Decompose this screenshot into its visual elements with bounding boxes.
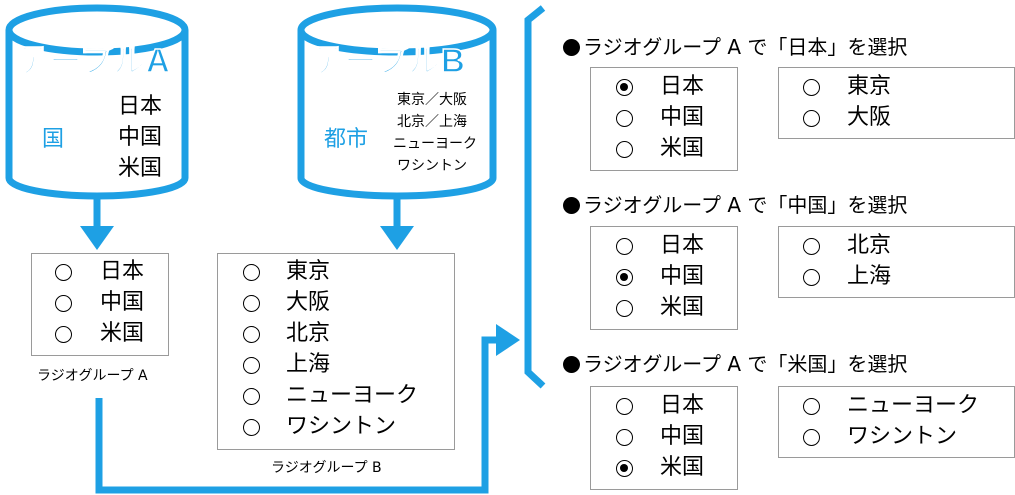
radio-group-a-caption: ラジオグループ A <box>37 368 148 384</box>
radio-label: 米国 <box>100 321 145 346</box>
radio-label: 日本 <box>660 233 705 258</box>
radio-label: 大阪 <box>847 105 892 130</box>
radio-label: 北京 <box>286 321 331 346</box>
radio-label: 中国 <box>660 424 705 449</box>
case-heading: ラジオグループ A で「日本」を選択 <box>563 31 907 60</box>
radio-label: ワシントン <box>286 414 397 439</box>
radio-button-selected[interactable] <box>616 269 633 286</box>
radio-button[interactable] <box>243 295 260 312</box>
radio-button[interactable] <box>616 429 633 446</box>
radio-label: ワシントン <box>847 424 958 449</box>
table-b-title: テーブルB <box>310 41 465 80</box>
table-a-title: テーブルA <box>15 41 170 80</box>
radio-button[interactable] <box>803 79 820 96</box>
radio-button[interactable] <box>55 326 72 343</box>
radio-label: 大阪 <box>286 290 331 315</box>
radio-button[interactable] <box>803 269 820 286</box>
case-heading: ラジオグループ A で「中国」を選択 <box>563 189 907 218</box>
case-group-b <box>778 386 1015 458</box>
radio-label: ニューヨーク <box>286 383 419 408</box>
database-cylinder-b <box>297 4 497 200</box>
radio-label: 米国 <box>660 136 705 161</box>
radio-group-a <box>31 253 169 356</box>
radio-label: ニューヨーク <box>847 393 980 418</box>
radio-button[interactable] <box>803 398 820 415</box>
case-group-b <box>778 226 1015 298</box>
radio-button[interactable] <box>616 398 633 415</box>
case-group-a <box>590 386 738 490</box>
radio-label: 北京 <box>847 233 892 258</box>
radio-label: 中国 <box>660 105 705 130</box>
radio-label: 上海 <box>286 352 331 377</box>
table-b-value: 北京／上海 <box>397 114 467 130</box>
radio-label: 上海 <box>847 264 892 289</box>
table-a-value: 日本 <box>118 94 163 119</box>
radio-label: 東京 <box>847 74 892 99</box>
radio-button[interactable] <box>616 238 633 255</box>
case-group-a <box>590 67 738 171</box>
radio-button[interactable] <box>55 264 72 281</box>
table-a-value: 米国 <box>118 156 163 181</box>
database-cylinder-a <box>5 4 189 200</box>
radio-label: 米国 <box>660 455 705 480</box>
radio-button[interactable] <box>243 326 260 343</box>
radio-button-selected[interactable] <box>616 79 633 96</box>
radio-label: 米国 <box>660 295 705 320</box>
radio-label: 日本 <box>660 74 705 99</box>
radio-label: 日本 <box>660 393 705 418</box>
table-a-field: 国 <box>42 127 65 152</box>
arrow-right-icon <box>95 324 520 494</box>
radio-group-b-caption: ラジオグループ B <box>271 460 382 476</box>
radio-button[interactable] <box>803 238 820 255</box>
radio-button[interactable] <box>243 388 260 405</box>
radio-button[interactable] <box>616 110 633 127</box>
table-b-value: ニューヨーク <box>393 136 477 152</box>
radio-button[interactable] <box>243 357 260 374</box>
bracket <box>524 5 546 389</box>
radio-button[interactable] <box>243 264 260 281</box>
radio-button[interactable] <box>616 141 633 158</box>
arrow-down-icon <box>80 198 114 250</box>
radio-button[interactable] <box>55 295 72 312</box>
radio-group-b <box>217 253 455 450</box>
radio-label: 中国 <box>100 290 145 315</box>
case-group-b <box>778 67 1015 139</box>
case-group-a <box>590 226 738 330</box>
radio-label: 中国 <box>660 264 705 289</box>
arrow-down-icon <box>380 198 414 250</box>
radio-button[interactable] <box>803 110 820 127</box>
table-b-value: ワシントン <box>397 158 467 174</box>
radio-button-selected[interactable] <box>616 460 633 477</box>
radio-button[interactable] <box>616 300 633 317</box>
case-heading: ラジオグループ A で「米国」を選択 <box>563 348 907 377</box>
table-b-value: 東京／大阪 <box>397 92 467 108</box>
radio-button[interactable] <box>243 419 260 436</box>
radio-button[interactable] <box>803 429 820 446</box>
table-a-value: 中国 <box>118 125 163 150</box>
table-b-field: 都市 <box>324 127 369 152</box>
radio-label: 日本 <box>100 259 145 284</box>
bullet-icon <box>563 197 580 214</box>
bullet-icon <box>563 39 580 56</box>
bullet-icon <box>563 356 580 373</box>
radio-label: 東京 <box>286 259 331 284</box>
